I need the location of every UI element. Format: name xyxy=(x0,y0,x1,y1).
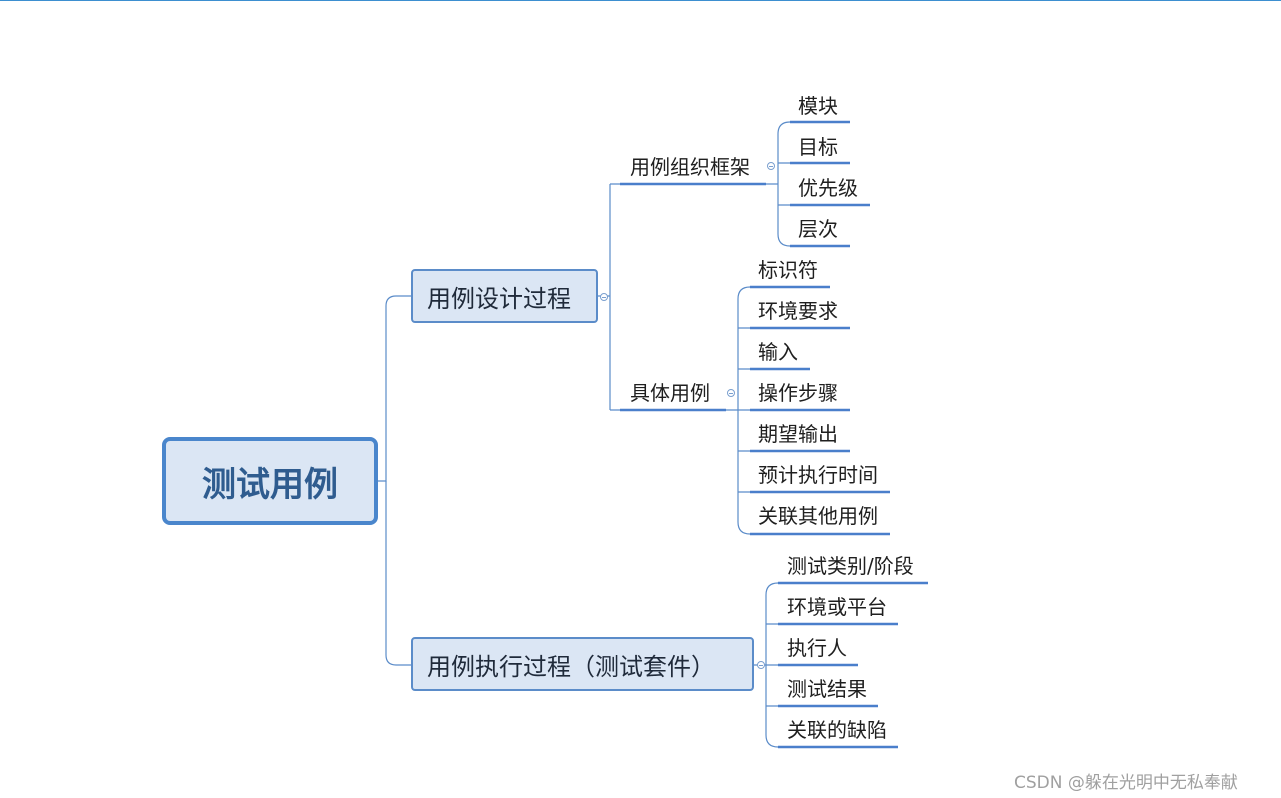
connector-specific-leaves xyxy=(726,286,751,535)
execution-leaf[interactable]: 测试类别/阶段 xyxy=(787,554,914,578)
framework-leaf[interactable]: 目标 xyxy=(798,135,838,159)
specific-collapse-icon[interactable] xyxy=(727,389,735,397)
execution-leaf[interactable]: 测试结果 xyxy=(787,677,867,701)
specific-leaf[interactable]: 关联其他用例 xyxy=(758,504,878,528)
framework-node-label[interactable]: 用例组织框架 xyxy=(630,155,750,179)
execution-collapse-icon[interactable] xyxy=(757,661,765,669)
execution-leaf[interactable]: 关联的缺陷 xyxy=(787,718,887,742)
execution-process-node[interactable]: 用例执行过程（测试套件） xyxy=(411,637,754,691)
specific-node-label[interactable]: 具体用例 xyxy=(630,381,710,405)
connector-framework-leaves xyxy=(766,121,791,247)
framework-leaf[interactable]: 模块 xyxy=(798,94,838,118)
framework-leaf[interactable]: 优先级 xyxy=(798,176,858,200)
execution-leaf[interactable]: 执行人 xyxy=(787,636,847,660)
specific-leaf[interactable]: 操作步骤 xyxy=(758,381,838,405)
specific-leaf[interactable]: 环境要求 xyxy=(758,299,838,323)
root-node[interactable]: 测试用例 xyxy=(162,437,378,525)
watermark-text: CSDN @躲在光明中无私奉献 xyxy=(1014,773,1238,793)
execution-process-label: 用例执行过程（测试套件） xyxy=(427,652,715,681)
top-border-line xyxy=(0,0,1281,1)
framework-collapse-icon[interactable] xyxy=(767,162,775,170)
specific-leaf[interactable]: 预计执行时间 xyxy=(758,463,878,487)
root-node-label: 测试用例 xyxy=(202,464,338,505)
framework-leaf[interactable]: 层次 xyxy=(798,217,838,241)
execution-leaf[interactable]: 环境或平台 xyxy=(787,595,887,619)
specific-leaf[interactable]: 标识符 xyxy=(758,258,818,282)
design-process-label: 用例设计过程 xyxy=(427,284,571,313)
connector-root-execution xyxy=(385,481,412,666)
connector-root-design xyxy=(378,295,412,482)
specific-leaf[interactable]: 输入 xyxy=(758,340,798,364)
specific-leaf[interactable]: 期望输出 xyxy=(758,422,838,446)
design-collapse-icon[interactable] xyxy=(600,293,608,301)
design-process-node[interactable]: 用例设计过程 xyxy=(411,269,598,323)
